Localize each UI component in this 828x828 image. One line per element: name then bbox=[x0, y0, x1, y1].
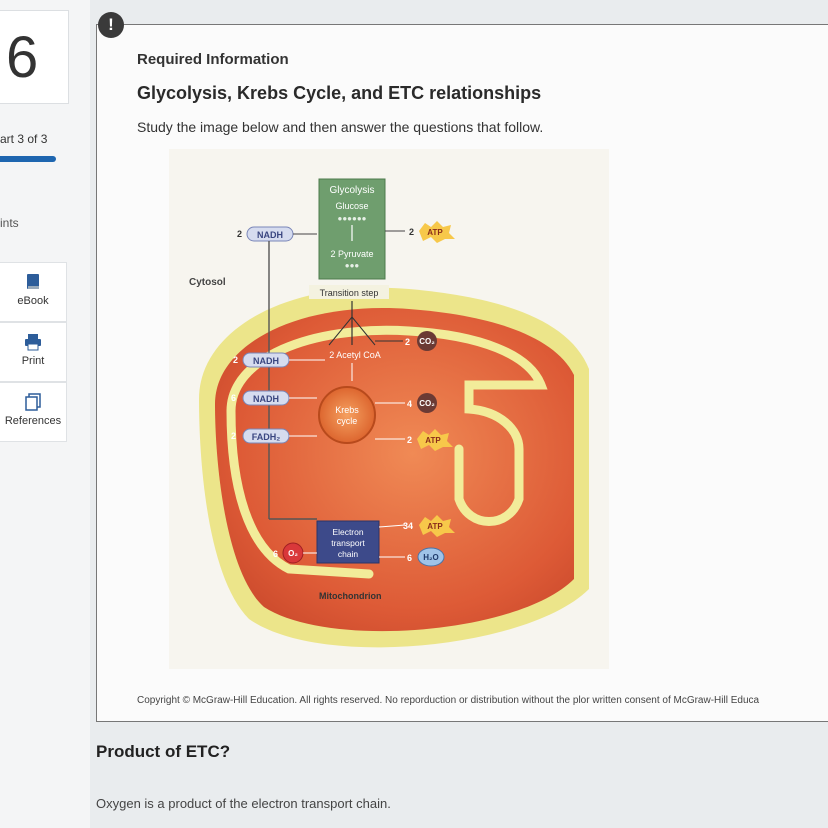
etc-atp-count: 34 bbox=[403, 521, 413, 531]
o2-count: 6 bbox=[273, 549, 278, 559]
etc-h2o-count: 6 bbox=[407, 553, 412, 563]
pyruvate-label: 2 Pyruvate bbox=[330, 249, 373, 259]
question-prompt: Product of ETC? bbox=[96, 742, 231, 761]
nadh-label-krebs: NADH bbox=[253, 394, 279, 404]
question-number: 6 bbox=[6, 25, 39, 90]
references-button[interactable]: References bbox=[0, 382, 67, 442]
krebs-fadh2-count: 2 bbox=[231, 431, 236, 441]
atp-label-krebs: ATP bbox=[425, 436, 441, 445]
page-title: Glycolysis, Krebs Cycle, and ETC relatio… bbox=[137, 83, 542, 103]
part-progress-bar bbox=[0, 156, 56, 162]
co2-label-transition: CO₂ bbox=[419, 337, 435, 346]
co2-bubble-krebs bbox=[417, 393, 437, 413]
part-indicator: art 3 of 3 bbox=[0, 128, 56, 184]
krebs-co2-count: 4 bbox=[407, 399, 412, 409]
references-label: References bbox=[4, 415, 62, 427]
print-button[interactable]: Print bbox=[0, 322, 67, 382]
transition-step-label: Transition step bbox=[320, 288, 379, 298]
atp-burst-krebs bbox=[417, 429, 453, 451]
co2-label-krebs: CO₂ bbox=[419, 399, 435, 408]
glucose-label: Glucose bbox=[335, 201, 368, 211]
required-info-panel: Required Information Glycolysis, Krebs C… bbox=[96, 24, 828, 722]
h2o-label: H₂O bbox=[423, 553, 439, 562]
part-label: art 3 of 3 bbox=[0, 132, 48, 146]
svg-text:●●●: ●●● bbox=[345, 261, 360, 270]
co2-bubble-transition bbox=[417, 331, 437, 351]
fadh2-label: FADH₂ bbox=[252, 432, 281, 442]
atp-label-glycolysis: ATP bbox=[427, 228, 443, 237]
inner-membrane bbox=[226, 325, 548, 526]
svg-text:●●●●●●: ●●●●●● bbox=[338, 214, 367, 223]
question-number-card[interactable]: 6 bbox=[0, 10, 69, 104]
nadh-label-glycolysis: NADH bbox=[257, 230, 283, 240]
points-label: ints bbox=[0, 216, 19, 230]
krebs-cycle-circle bbox=[318, 386, 376, 444]
references-icon bbox=[24, 393, 42, 411]
etc-label-2: transport bbox=[331, 538, 365, 548]
printer-icon bbox=[24, 333, 42, 351]
ebook-label: eBook bbox=[17, 295, 49, 307]
transition-co2-count: 2 bbox=[405, 337, 410, 347]
h2o-drop bbox=[417, 547, 445, 567]
glycolysis-atp-count: 2 bbox=[409, 227, 414, 237]
cellular-respiration-figure: Glycolysis Glucose ●●●●●● 2 Pyruvate ●●●… bbox=[169, 149, 609, 669]
atp-burst-glycolysis bbox=[419, 221, 455, 243]
krebs-atp-count: 2 bbox=[407, 435, 412, 445]
glycolysis-nadh-count: 2 bbox=[237, 229, 242, 239]
ebook-button[interactable]: eBook bbox=[0, 262, 67, 322]
required-label: Required Information bbox=[137, 51, 289, 68]
krebs-nadh-count: 6 bbox=[231, 393, 236, 403]
mitochondrion-label: Mitochondrion bbox=[319, 591, 382, 601]
atp-label-etc: ATP bbox=[427, 522, 443, 531]
book-icon bbox=[24, 273, 42, 291]
copyright-text: Copyright © McGraw-Hill Education. All r… bbox=[137, 695, 760, 706]
cytosol-label: Cytosol bbox=[189, 277, 226, 288]
instructions-text: Study the image below and then answer th… bbox=[137, 119, 544, 135]
transition-nadh-count: 2 bbox=[233, 355, 238, 365]
o2-label: O₂ bbox=[288, 549, 298, 558]
etc-label-3: chain bbox=[338, 549, 359, 559]
etc-label-1: Electron bbox=[332, 527, 363, 537]
krebs-label-2: cycle bbox=[337, 416, 358, 426]
acetyl-coa-label: 2 Acetyl CoA bbox=[329, 350, 381, 360]
print-label: Print bbox=[21, 355, 45, 367]
nadh-label-transition: NADH bbox=[253, 356, 279, 366]
main-content: Required Information Glycolysis, Krebs C… bbox=[96, 0, 828, 828]
alert-icon: ! bbox=[98, 12, 124, 38]
answer-text[interactable]: Oxygen is a product of the electron tran… bbox=[96, 796, 391, 811]
left-rail: 6 art 3 of 3 ints eBook Print References bbox=[0, 0, 90, 828]
krebs-label-1: Krebs bbox=[335, 405, 359, 415]
etc-box bbox=[316, 520, 380, 564]
glycolysis-label: Glycolysis bbox=[329, 185, 374, 196]
atp-burst-etc bbox=[419, 515, 455, 537]
